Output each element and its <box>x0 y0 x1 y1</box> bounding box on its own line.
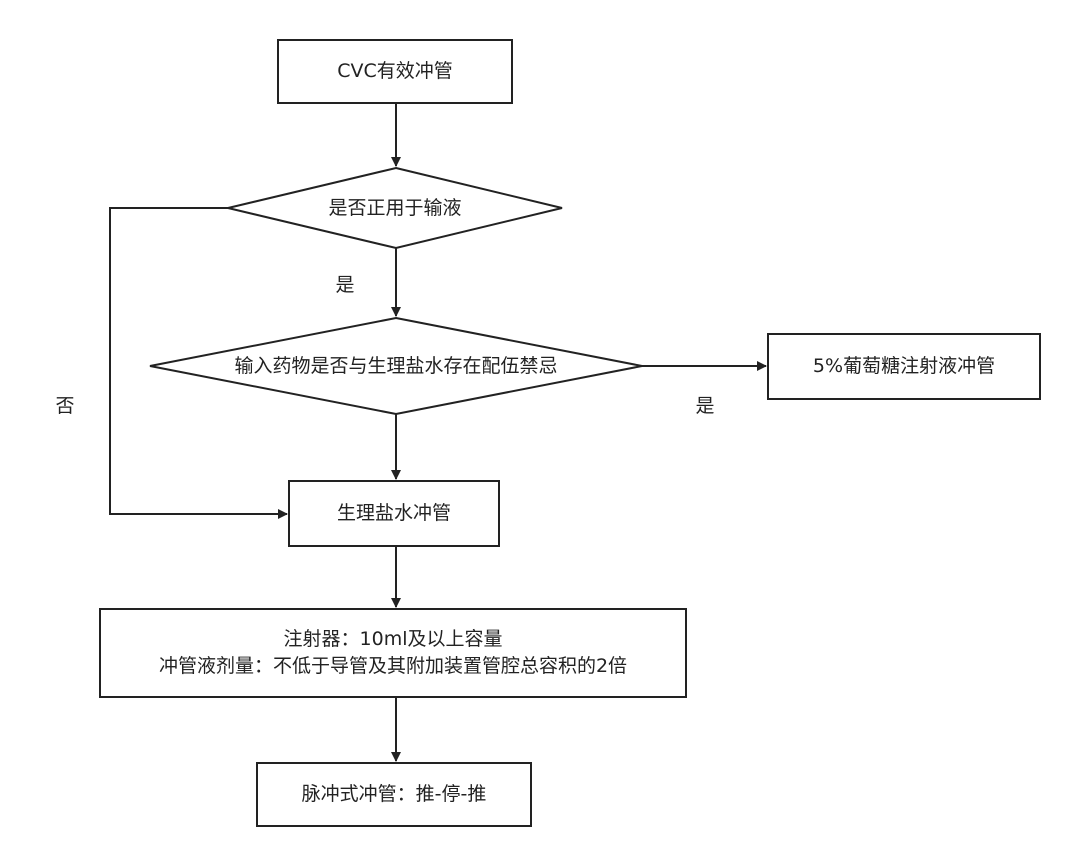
start-label: CVC有效冲管 <box>337 60 453 82</box>
syringe-volume-text: 注射器：10ml及以上容量 <box>283 628 503 650</box>
arrow-infusion-no <box>109 207 288 519</box>
infusion-no-label: 否 <box>55 395 75 417</box>
infusion-question-label: 是否正用于输液 <box>328 196 462 219</box>
pulse-box <box>256 762 532 827</box>
saline-box <box>288 480 500 547</box>
glucose-box <box>767 333 1041 400</box>
infusion-yes-label: 是 <box>335 274 355 296</box>
incompat-yes-label: 是 <box>695 395 715 417</box>
syringe-box <box>99 608 687 698</box>
pulse-label: 脉冲式冲管：推-停-推 <box>301 783 487 805</box>
saline-label: 生理盐水冲管 <box>336 502 451 524</box>
incompatibility-question-label: 输入药物是否与生理盐水存在配伍禁忌 <box>234 354 558 377</box>
glucose-label: 5%葡萄糖注射液冲管 <box>812 355 996 377</box>
syringe-label: 注射器：10ml及以上容量 冲管液剂量：不低于导管及其附加装置管腔总容积的2倍 <box>100 609 686 697</box>
flush-dose-text: 冲管液剂量：不低于导管及其附加装置管腔总容积的2倍 <box>158 655 628 677</box>
